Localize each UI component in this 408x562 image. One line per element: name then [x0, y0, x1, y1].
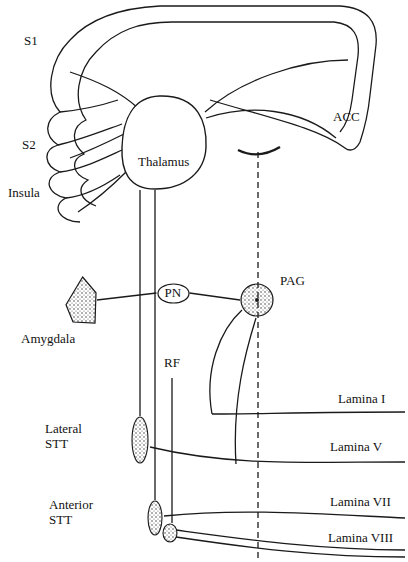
pathway-line: [97, 293, 157, 300]
lamina-label: Lamina VIII: [328, 531, 393, 546]
ellipse-outline: [131, 416, 149, 464]
node-label: PN: [165, 286, 182, 301]
thalamus: Thalamus: [120, 95, 208, 190]
cortex-outline: [47, 6, 376, 222]
pag-shape: [241, 284, 273, 316]
node-label: Amygdala: [21, 332, 75, 347]
pathway-line: [154, 190, 155, 500]
lamina-viii-tract: [176, 530, 405, 550]
insula-pathway: [78, 172, 126, 212]
pn-oval: PN: [157, 283, 190, 304]
area-label: ACC: [333, 110, 360, 125]
circle-outline: [240, 283, 274, 317]
lamina-label: Lamina VII: [330, 495, 391, 510]
pathway-line: [190, 293, 241, 300]
rf-tract: [171, 378, 172, 523]
amyg-outline: [65, 276, 97, 324]
sulcus: [58, 124, 122, 145]
pag-nucleus: PAG: [240, 283, 274, 317]
pag-center: [255, 298, 259, 302]
cortex-inner: [74, 22, 358, 206]
stt-shape: [132, 417, 148, 463]
area-label: S1: [24, 34, 38, 49]
lamina-i-tract: [212, 412, 405, 414]
lamina-label: Lamina V: [330, 440, 382, 455]
lamina-vii-tract: [164, 512, 405, 518]
lamina-i-tract: [210, 310, 242, 414]
node-label: Anterior STT: [49, 498, 109, 528]
lateral-stt: Lateral STT: [131, 416, 149, 464]
lamina-viii-nucleus: [163, 524, 177, 542]
area-label: Insula: [8, 186, 40, 201]
sulcus: [60, 100, 118, 112]
sulcus: [66, 175, 120, 198]
amygdala: Amygdala: [65, 276, 97, 324]
s2-pathway: [70, 134, 124, 158]
thalamus-shape: [122, 96, 206, 189]
pathway-line: [139, 190, 140, 416]
lamina-v-tract: [235, 318, 256, 464]
acc-arc: [238, 147, 280, 154]
s1-pathway: [70, 72, 138, 108]
acc-pathway: [205, 60, 348, 112]
sulcus: [60, 150, 122, 172]
node-label: Lateral STT: [45, 422, 95, 452]
amygdala-shape: [66, 277, 96, 323]
area-label: S2: [22, 138, 36, 153]
lamina-label: Lamina I: [338, 392, 385, 407]
pn-shape: [158, 284, 189, 303]
stt-shape: [148, 501, 162, 535]
blob-outline: [120, 95, 208, 190]
midline: [257, 152, 258, 562]
acc-pathway: [206, 110, 336, 138]
area-label: RF: [164, 356, 180, 371]
ellipse-outline: [147, 500, 163, 536]
node-label: Thalamus: [138, 155, 189, 170]
node-label: PAG: [280, 274, 305, 289]
anterior-stt: Anterior STT: [147, 500, 163, 536]
